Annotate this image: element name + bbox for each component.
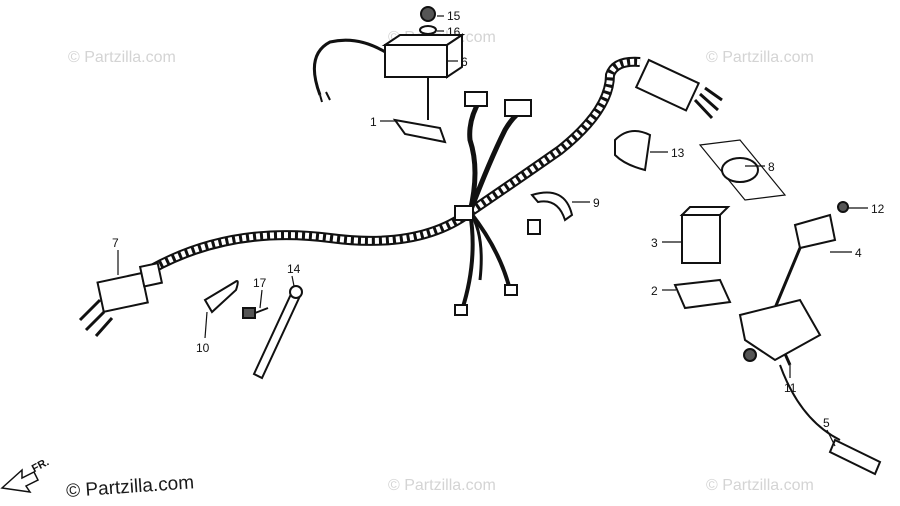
callout-6: 6 (461, 55, 468, 69)
callout-14: 14 (287, 262, 301, 276)
callout-1: 1 (370, 115, 377, 129)
watermark-top-left: © Partzilla.com (68, 49, 176, 66)
cdi-unit (312, 33, 466, 120)
callout-12: 12 (871, 202, 885, 216)
callout-3: 3 (651, 236, 658, 250)
switch-4 (793, 213, 837, 250)
front-direction-arrow-icon: FR. (0, 456, 51, 493)
bracket-11 (738, 298, 822, 362)
footer-brand: © Partzilla.com (66, 472, 195, 502)
main-wire-harness (147, 56, 641, 316)
cable-end-5 (828, 438, 882, 476)
battery-3 (679, 206, 731, 264)
direction-label: FR. (30, 456, 51, 475)
callout-11: 11 (784, 381, 797, 395)
callout-7: 7 (112, 236, 119, 250)
bracket-1 (392, 118, 447, 144)
watermark-top-right: © Partzilla.com (706, 49, 814, 66)
callout-2: 2 (651, 284, 658, 298)
callout-8: 8 (768, 160, 775, 174)
callout-9: 9 (593, 196, 600, 210)
clamp-9 (530, 191, 574, 222)
band-13 (614, 130, 652, 172)
watermark-bottom-middle: © Partzilla.com (388, 477, 496, 494)
switch-assembly (738, 201, 882, 476)
callout-10: 10 (196, 341, 210, 355)
watermark-bottom-right: © Partzilla.com (706, 477, 814, 494)
nut-15 (420, 6, 436, 22)
callout-13: 13 (671, 146, 685, 160)
callout-5: 5 (823, 416, 830, 430)
connector-7 (78, 261, 164, 337)
clip-10 (203, 280, 239, 314)
callout-15: 15 (447, 9, 461, 23)
battery-case-2 (673, 278, 732, 310)
connector-right (634, 58, 723, 120)
callout-16: 16 (447, 25, 461, 39)
callout-4: 4 (855, 246, 862, 260)
clip-8 (698, 139, 787, 201)
bolt-17 (242, 307, 269, 319)
callout-17: 17 (253, 276, 267, 290)
bolt-12 (837, 201, 849, 213)
washer-16 (419, 25, 437, 35)
